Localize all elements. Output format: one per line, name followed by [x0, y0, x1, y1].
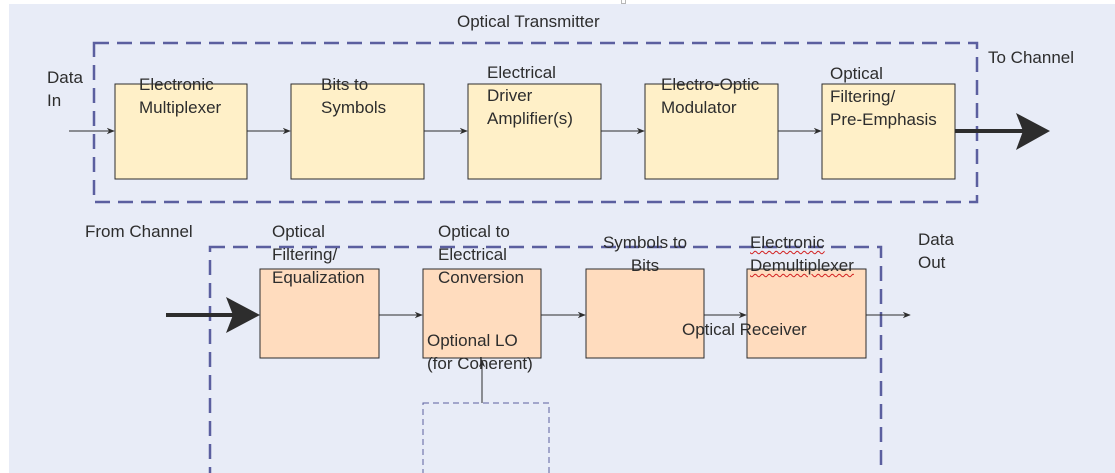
tx-block-optical-filtering[interactable] [821, 83, 956, 180]
rx-block-label-1: Optical Filtering/ Equalization [272, 222, 365, 287]
tx-block-label-1: Electronic Multiplexer [139, 75, 222, 117]
rx-from-channel-label: From Channel [85, 222, 193, 241]
tx-block-label-5: Optical Filtering/ Pre-Emphasis [830, 64, 937, 129]
rx-block-optical-filtering[interactable] [259, 268, 380, 359]
tx-data-in-label: Data In [47, 68, 83, 110]
tx-block-label-4: Electro-Optic Modulator [661, 75, 760, 117]
tx-block-label-3: Electrical Driver Amplifier(s) [487, 63, 573, 128]
rx-arrow-from-channel [166, 297, 260, 333]
rx-block-symbols-to-bits[interactable] [585, 268, 705, 359]
transmitter-title: Optical Transmitter [457, 12, 600, 31]
rx-block-electronic-demultiplexer[interactable] [746, 268, 867, 359]
rx-block-label-4: Electronic Demultiplexer [750, 233, 854, 275]
rx-block-label-2: Optical to Electrical Conversion [438, 222, 524, 287]
diagram-canvas [9, 4, 1115, 473]
rx-block-optical-to-electrical[interactable] [422, 268, 542, 359]
resize-handle[interactable] [621, 0, 626, 4]
tx-arrow-to-channel [955, 113, 1050, 150]
tx-block-electronic-multiplexer[interactable] [114, 83, 248, 180]
receiver-group-border [208, 245, 883, 473]
transmitter-group-border [92, 41, 979, 204]
tx-to-channel-label: To Channel [988, 48, 1075, 67]
tx-block-bits-to-symbols[interactable] [290, 83, 425, 180]
receiver-title: Optical Receiver [682, 320, 807, 339]
rx-local-oscillator-box[interactable] [422, 402, 550, 473]
tx-block-label-2: Bits to Symbols [321, 75, 387, 117]
rx-block-label-3: Symbols to Bits [602, 233, 688, 275]
rx-data-out-label: Data Out [918, 230, 954, 272]
rx-lo-label: Optional LO (for Coherent) [427, 331, 533, 373]
